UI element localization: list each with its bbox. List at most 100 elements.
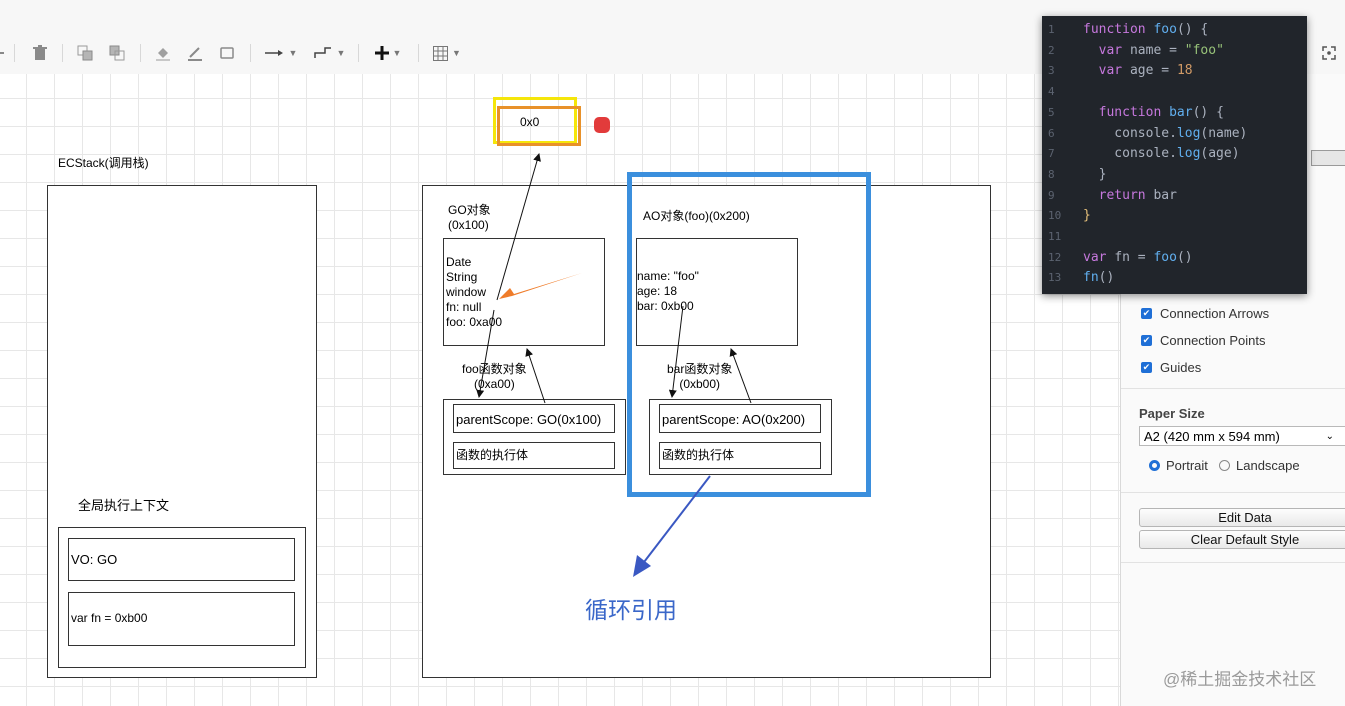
line-number: 12 (1048, 250, 1062, 264)
null-pointer-text: 0x0 (520, 115, 540, 129)
connection-points-checkbox[interactable]: ✔ Connection Points (1141, 333, 1266, 348)
cycle-annotation-arrowhead (633, 555, 651, 577)
null-pointer-highlight-yellow (493, 97, 577, 144)
code-text: fn() (1083, 270, 1115, 286)
global-context-title: 全局执行上下文 (78, 498, 170, 513)
foo-parent-scope-box[interactable]: parentScope: GO(0x100) (453, 404, 615, 433)
insert-icon[interactable]: ▼ (368, 40, 408, 66)
foo-body-box[interactable]: 函数的执行体 (453, 442, 615, 469)
code-text: console.log(age) (1083, 146, 1240, 162)
checkmark-icon: ✔ (1141, 362, 1152, 373)
to-front-icon[interactable] (74, 40, 96, 66)
toolbar-separator (14, 44, 15, 62)
line-number: 6 (1048, 126, 1055, 140)
ao-properties: name: "foo" age: 18 bar: 0xb00 (637, 269, 699, 313)
bar-scope-arrow (729, 348, 752, 404)
line-number: 2 (1048, 43, 1055, 57)
foo-parent-scope-text: parentScope: GO(0x100) (456, 412, 602, 427)
cycle-highlight-box (627, 172, 871, 497)
watermark: @稀土掘金技术社区 (1163, 670, 1317, 689)
code-text: } (1083, 166, 1107, 182)
toolbar-separator (140, 44, 141, 62)
ao-object-box[interactable]: name: "foo" age: 18 bar: 0xb00 (636, 238, 798, 346)
line-number: 5 (1048, 105, 1055, 119)
panel-color-swatch[interactable] (1311, 150, 1345, 166)
radio-unselected-icon (1219, 460, 1230, 471)
code-text: var age = 18 (1098, 63, 1193, 79)
line-number: 3 (1048, 64, 1055, 78)
to-back-icon[interactable] (106, 40, 128, 66)
code-text: console.log(name) (1083, 125, 1248, 141)
vo-text: VO: GO (71, 552, 118, 567)
fullscreen-icon[interactable] (1318, 40, 1340, 66)
red-dot-icon (594, 117, 610, 133)
line-number: 7 (1048, 147, 1055, 161)
guides-checkbox[interactable]: ✔ Guides (1141, 360, 1201, 375)
foo-function-title: foo函数对象 (0xa00) (462, 362, 527, 391)
waypoints-icon[interactable]: ▼ (310, 40, 348, 66)
portrait-label: Portrait (1166, 458, 1208, 473)
line-number: 4 (1048, 85, 1055, 99)
ecstack-title: ECStack(调用栈) (58, 156, 149, 170)
landscape-radio[interactable]: Landscape (1219, 458, 1300, 473)
bar-ref-arrow (668, 305, 684, 398)
orange-pointer-arrow (499, 273, 582, 299)
panel-divider (1121, 562, 1345, 563)
checkmark-icon: ✔ (1141, 308, 1152, 319)
cycle-annotation-arrow (640, 475, 711, 567)
line-number: 11 (1048, 230, 1062, 243)
radio-selected-icon (1149, 460, 1160, 471)
cycle-annotation-text: 循环引用 (585, 597, 677, 623)
bar-function-title: bar函数对象 (0xb00) (667, 362, 733, 391)
var-fn-text: var fn = 0xb00 (71, 611, 148, 625)
var-fn-box[interactable]: var fn = 0xb00 (68, 592, 295, 646)
foo-scope-arrow (525, 348, 546, 404)
foo-ref-arrow (476, 309, 495, 398)
toolbar-separator (418, 44, 419, 62)
code-text: function bar() { (1098, 104, 1224, 120)
chevron-down-icon: ⌄ (1325, 430, 1334, 442)
bar-parent-scope-box[interactable]: parentScope: AO(0x200) (659, 404, 821, 433)
bar-body-text: 函数的执行体 (662, 448, 735, 462)
paper-size-value: A2 (420 mm x 594 mm) (1144, 428, 1280, 444)
ao-title: AO对象(foo)(0x200) (643, 209, 750, 223)
go-properties: Date String window fn: null foo: 0xa00 (446, 255, 503, 329)
portrait-radio[interactable]: Portrait (1149, 458, 1208, 473)
shadow-icon[interactable] (216, 40, 238, 66)
bar-body-box[interactable]: 函数的执行体 (659, 442, 821, 469)
paper-size-label: Paper Size (1139, 406, 1205, 421)
code-text: } (1083, 208, 1091, 224)
line-color-icon[interactable] (184, 40, 206, 66)
paper-size-select[interactable]: A2 (420 mm x 594 mm) ⌄ (1139, 426, 1345, 446)
toolbar-separator (250, 44, 251, 62)
connection-arrows-checkbox[interactable]: ✔ Connection Arrows (1141, 306, 1269, 321)
table-icon[interactable]: ▼ (428, 40, 466, 66)
connection-points-label: Connection Points (1160, 333, 1266, 348)
panel-divider (1121, 492, 1345, 493)
landscape-label: Landscape (1236, 458, 1300, 473)
guides-label: Guides (1160, 360, 1202, 375)
line-number: 1 (1048, 23, 1055, 36)
vo-box[interactable]: VO: GO (68, 538, 295, 581)
fn-null-to-0x0-arrow (496, 153, 541, 301)
line-number: 8 (1048, 167, 1055, 181)
foo-body-text: 函数的执行体 (456, 448, 529, 462)
null-pointer-box[interactable]: 0x0 (497, 106, 581, 146)
bar-parent-scope-text: parentScope: AO(0x200) (662, 412, 806, 427)
connection-arrows-label: Connection Arrows (1160, 306, 1270, 321)
line-number: 9 (1048, 188, 1055, 202)
toolbar-separator (62, 44, 63, 62)
code-text: var fn = foo() (1083, 249, 1193, 265)
line-number: 13 (1048, 271, 1062, 285)
connection-icon[interactable]: ▼ (262, 40, 300, 66)
edit-data-button[interactable]: Edit Data (1139, 508, 1345, 527)
line-number: 10 (1048, 209, 1062, 223)
go-title: GO对象 (0x100) (448, 203, 491, 232)
fill-color-icon[interactable] (152, 40, 174, 66)
clear-default-style-button[interactable]: Clear Default Style (1139, 530, 1345, 549)
toolbar-edge-icon[interactable] (0, 40, 6, 66)
toolbar-separator (358, 44, 359, 62)
delete-icon[interactable] (30, 40, 50, 66)
